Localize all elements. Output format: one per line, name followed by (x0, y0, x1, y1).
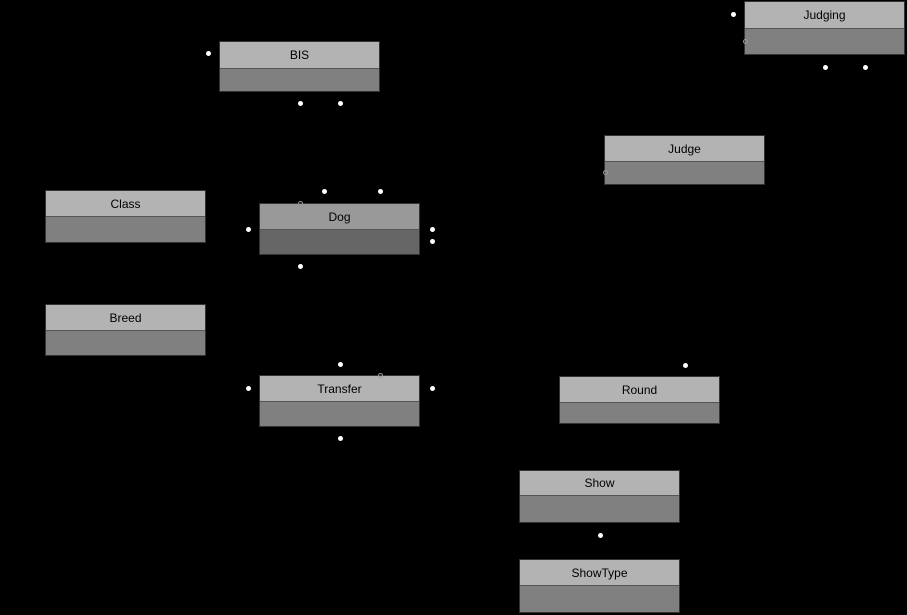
entity-judge-body (605, 162, 764, 184)
connector-dot (298, 101, 303, 106)
entity-dog[interactable]: Dog (259, 203, 420, 255)
connector-ring (743, 39, 748, 44)
entity-round[interactable]: Round (559, 376, 720, 424)
connector-dot (206, 51, 211, 56)
connector-dot (823, 65, 828, 70)
connector-dot (338, 436, 343, 441)
entity-breed-title: Breed (46, 305, 205, 331)
entity-bis-title: BIS (220, 42, 379, 69)
connector-dot (731, 12, 736, 17)
entity-showtype-body (520, 586, 679, 612)
entity-class-title: Class (46, 191, 205, 217)
entity-judging-title: Judging (745, 2, 904, 29)
entity-transfer[interactable]: Transfer (259, 375, 420, 427)
connector-dot (246, 386, 251, 391)
entity-transfer-body (260, 402, 419, 426)
entity-transfer-title: Transfer (260, 376, 419, 402)
entity-judge-title: Judge (605, 136, 764, 162)
connector-ring (298, 201, 303, 206)
connector-ring (603, 170, 608, 175)
entity-showtype[interactable]: ShowType (519, 559, 680, 613)
entity-bis[interactable]: BIS (219, 41, 380, 92)
connector-dot (322, 189, 327, 194)
entity-judging-body (745, 29, 904, 54)
connector-dot (246, 227, 251, 232)
connector-dot (430, 227, 435, 232)
entity-breed[interactable]: Breed (45, 304, 206, 356)
connector-dot (378, 189, 383, 194)
entity-dog-body (260, 230, 419, 254)
entity-class-body (46, 217, 205, 242)
entity-bis-body (220, 69, 379, 91)
entity-show-body (520, 496, 679, 522)
connector-ring (378, 373, 383, 378)
entity-judging[interactable]: Judging (744, 1, 905, 55)
entity-showtype-title: ShowType (520, 560, 679, 586)
entity-show[interactable]: Show (519, 470, 680, 523)
connector-dot (430, 386, 435, 391)
entity-round-body (560, 403, 719, 423)
entity-show-title: Show (520, 471, 679, 496)
entity-judge[interactable]: Judge (604, 135, 765, 185)
entity-round-title: Round (560, 377, 719, 403)
connector-dot (598, 533, 603, 538)
connector-dot (338, 362, 343, 367)
connector-dot (298, 264, 303, 269)
connector-dot (863, 65, 868, 70)
entity-breed-body (46, 331, 205, 355)
connector-dot (430, 239, 435, 244)
entity-class[interactable]: Class (45, 190, 206, 243)
entity-dog-title: Dog (260, 204, 419, 230)
connector-dot (683, 363, 688, 368)
connector-dot (338, 101, 343, 106)
